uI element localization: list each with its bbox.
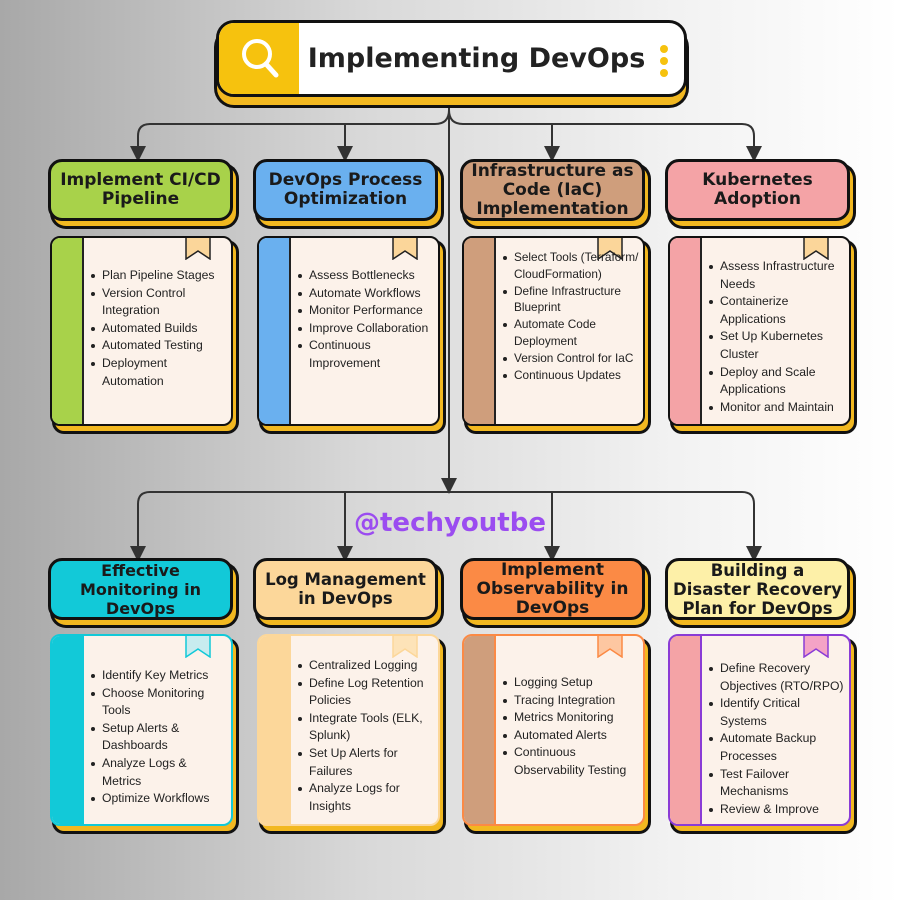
list-item: Setup Alerts & Dashboards — [90, 720, 227, 755]
bookmark-icon — [597, 636, 623, 658]
list-item: Plan Pipeline Stages — [90, 267, 227, 285]
card-stripe — [259, 238, 291, 424]
bullet-list: Centralized Logging Define Log Retention… — [297, 657, 434, 815]
watermark-handle: @techyoutbe — [354, 508, 546, 538]
bullet-list: Define Recovery Objectives (RTO/RPO) Ide… — [708, 660, 845, 818]
section-header-kubernetes: Kubernetes Adoption — [665, 159, 850, 221]
page-title: Implementing DevOps — [307, 43, 646, 74]
section-header-monitoring: Effective Monitoring in DevOps — [48, 558, 233, 620]
list-item: Identify Critical Systems — [708, 695, 845, 730]
list-item: Define Log Retention Policies — [297, 675, 434, 710]
list-item: Metrics Monitoring — [502, 709, 639, 727]
list-item: Set Up Kubernetes Cluster — [708, 328, 845, 363]
list-item: Tracing Integration — [502, 692, 639, 710]
card-stripe — [670, 238, 702, 424]
list-item: Define Recovery Objectives (RTO/RPO) — [708, 660, 845, 695]
list-item: Automated Alerts — [502, 727, 639, 745]
bullet-list: Identify Key Metrics Choose Monitoring T… — [90, 667, 227, 808]
bullet-list: Plan Pipeline Stages Version Control Int… — [90, 267, 227, 390]
list-item: Containerize Applications — [708, 293, 845, 328]
section-card-observability: Logging Setup Tracing Integration Metric… — [462, 634, 645, 826]
section-header-observability: Implement Observability in DevOps — [460, 558, 645, 620]
section-header-disaster-recovery: Building a Disaster Recovery Plan for De… — [665, 558, 850, 620]
list-item: Analyze Logs & Metrics — [90, 755, 227, 790]
list-item: Assess Infrastructure Needs — [708, 258, 845, 293]
section-card-logs: Centralized Logging Define Log Retention… — [257, 634, 440, 826]
list-item: Automated Builds — [90, 320, 227, 338]
bookmark-icon — [803, 636, 829, 658]
bookmark-icon — [392, 636, 418, 658]
bookmark-icon — [185, 238, 211, 260]
section-card-disaster-recovery: Define Recovery Objectives (RTO/RPO) Ide… — [668, 634, 851, 826]
section-header-process: DevOps Process Optimization — [253, 159, 438, 221]
list-item: Improve Collaboration — [297, 320, 434, 338]
list-item: Assess Bottlenecks — [297, 267, 434, 285]
bullet-list: Assess Bottlenecks Automate Workflows Mo… — [297, 267, 434, 373]
card-stripe — [52, 238, 84, 424]
list-item: Deployment Automation — [90, 355, 227, 390]
list-item: Automate Code Deployment — [502, 316, 639, 350]
list-item: Select Tools (Terraform/CloudFormation) — [502, 249, 639, 283]
title-banner: Implementing DevOps — [216, 20, 687, 97]
list-item: Logging Setup — [502, 674, 639, 692]
kebab-dots-icon — [660, 45, 670, 81]
section-card-iac: Select Tools (Terraform/CloudFormation) … — [462, 236, 645, 426]
list-item: Continuous Updates — [502, 367, 639, 384]
section-header-cicd: Implement CI/CD Pipeline — [48, 159, 233, 221]
list-item: Define Infrastructure Blueprint — [502, 283, 639, 317]
bookmark-icon — [803, 238, 829, 260]
card-stripe — [670, 636, 702, 824]
section-card-monitoring: Identify Key Metrics Choose Monitoring T… — [50, 634, 233, 826]
list-item: Integrate Tools (ELK, Splunk) — [297, 710, 434, 745]
list-item: Optimize Workflows — [90, 790, 227, 808]
bullet-list: Assess Infrastructure Needs Containerize… — [708, 258, 845, 416]
list-item: Identify Key Metrics — [90, 667, 227, 685]
list-item: Review & Improve — [708, 801, 845, 819]
list-item: Choose Monitoring Tools — [90, 685, 227, 720]
section-header-logs: Log Management in DevOps — [253, 558, 438, 620]
search-icon — [219, 23, 299, 94]
list-item: Version Control for IaC — [502, 350, 639, 367]
list-item: Deploy and Scale Applications — [708, 364, 845, 399]
section-card-process: Assess Bottlenecks Automate Workflows Mo… — [257, 236, 440, 426]
list-item: Version Control Integration — [90, 285, 227, 320]
section-card-cicd: Plan Pipeline Stages Version Control Int… — [50, 236, 233, 426]
section-header-iac: Infrastructure as Code (IaC) Implementat… — [460, 159, 645, 221]
bullet-list: Logging Setup Tracing Integration Metric… — [502, 674, 639, 780]
list-item: Centralized Logging — [297, 657, 434, 675]
list-item: Automate Backup Processes — [708, 730, 845, 765]
card-stripe — [52, 636, 84, 824]
list-item: Automate Workflows — [297, 285, 434, 303]
card-stripe — [464, 238, 496, 424]
bookmark-icon — [597, 238, 623, 260]
list-item: Automated Testing — [90, 337, 227, 355]
list-item: Monitor and Maintain — [708, 399, 845, 417]
bookmark-icon — [392, 238, 418, 260]
card-stripe — [464, 636, 496, 824]
list-item: Set Up Alerts for Failures — [297, 745, 434, 780]
list-item: Continuous Improvement — [297, 337, 434, 372]
section-card-kubernetes: Assess Infrastructure Needs Containerize… — [668, 236, 851, 426]
list-item: Monitor Performance — [297, 302, 434, 320]
list-item: Continuous Observability Testing — [502, 744, 639, 779]
bullet-list: Select Tools (Terraform/CloudFormation) … — [502, 249, 639, 383]
list-item: Analyze Logs for Insights — [297, 780, 434, 815]
card-stripe — [259, 636, 291, 824]
bookmark-icon — [185, 636, 211, 658]
list-item: Test Failover Mechanisms — [708, 766, 845, 801]
